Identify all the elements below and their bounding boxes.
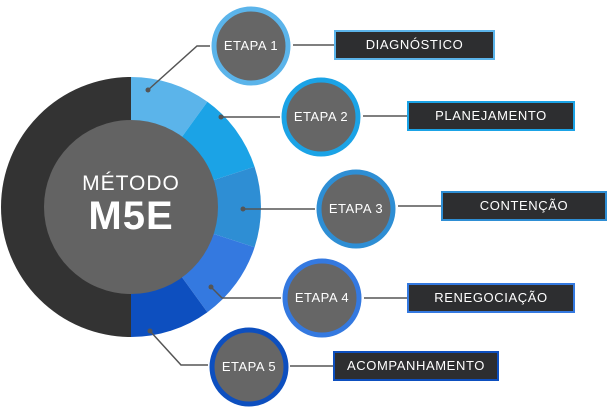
connector-dot-etapa-2 [218,114,224,120]
stage-label-etapa-5: ETAPA 5 [221,359,277,374]
connector-etapa-5 [149,330,208,366]
stage-label-etapa-3: ETAPA 3 [328,201,384,216]
stage-label-etapa-1: ETAPA 1 [223,38,279,53]
connector-dot-etapa-1 [145,87,151,93]
method-name: M5E [88,194,174,238]
connector-etapa-4 [210,286,281,299]
stage-label-etapa-4: ETAPA 4 [294,290,350,305]
method-title: MÉTODO [82,172,180,195]
connectors [145,44,441,367]
stage-box-planejamento: PLANEJAMENTO [407,101,575,131]
stage-box-diagnostico: DIAGNÓSTICO [334,30,495,60]
stage-box-renegociacao: RENEGOCIAÇÃO [407,283,575,313]
stage-box-acompanhamento: ACOMPANHAMENTO [333,351,499,381]
connector-dot-etapa-5 [147,328,153,334]
stage-circle-etapa-2 [281,77,361,157]
stage-circle-etapa-5 [209,327,289,407]
connector-dot-etapa-3 [240,206,246,212]
connector-etapa-1 [147,45,210,91]
stage-box-contencao: CONTENÇÃO [441,191,607,221]
inner-disc [44,120,218,294]
stage-circle-etapa-4 [282,258,362,338]
stage-circle-etapa-3 [316,169,396,249]
connector-dot-etapa-4 [208,284,214,290]
stage-label-etapa-2: ETAPA 2 [293,109,349,124]
stage-circle-etapa-1 [211,6,291,86]
